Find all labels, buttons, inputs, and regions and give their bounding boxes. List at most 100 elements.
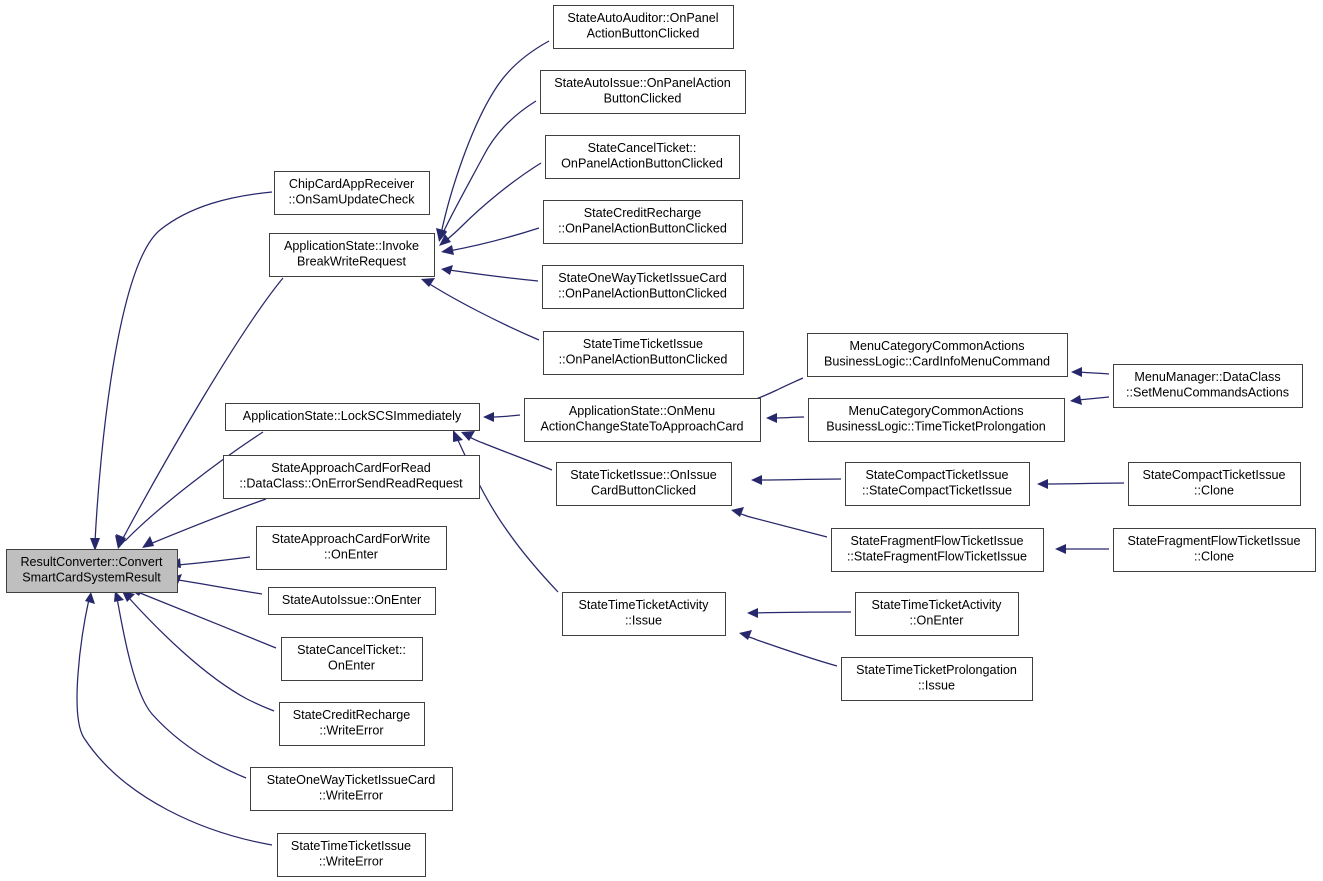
- edge-approachcardforwrite_onenter-to-root: [170, 556, 251, 568]
- edge-line: [1077, 396, 1110, 401]
- node-box[interactable]: [277, 833, 426, 877]
- graph-node-compactticketissue_ctor[interactable]: StateCompactTicketIssue::StateCompactTic…: [845, 462, 1030, 506]
- graph-node-appstate_lockscsimmediately[interactable]: ApplicationState::LockSCSImmediately: [225, 403, 480, 431]
- node-box[interactable]: [540, 70, 746, 114]
- graph-node-timeticketactivity_issue[interactable]: StateTimeTicketActivity::Issue: [562, 592, 726, 636]
- arrowhead-icon: [1055, 544, 1066, 554]
- node-label-line: ::OnEnter: [324, 548, 378, 562]
- arrowhead-icon: [461, 431, 475, 441]
- graph-node-menucategory_cardinfomenucommand[interactable]: MenuCategoryCommonActionsBusinessLogic::…: [807, 333, 1068, 377]
- edge-cancelticket_onpanelactionbuttonclicked-to-appstate_invokebreakwriterequest: [439, 162, 542, 246]
- node-box[interactable]: [543, 331, 744, 375]
- node-box[interactable]: [1113, 528, 1316, 572]
- node-box[interactable]: [845, 462, 1030, 506]
- graph-node-onewayticketissuecard_onpanelactionbuttonclicked[interactable]: StateOneWayTicketIssueCard::OnPanelActio…: [542, 265, 744, 309]
- node-label-line: SmartCardSystemResult: [22, 571, 161, 585]
- node-box[interactable]: [553, 5, 734, 49]
- arrowhead-icon: [747, 608, 758, 618]
- node-box[interactable]: [1113, 364, 1303, 408]
- node-box[interactable]: [250, 767, 453, 811]
- edge-line: [1044, 482, 1125, 485]
- edge-line: [490, 414, 521, 418]
- edge-line: [139, 592, 277, 649]
- node-label-line: StateCompactTicketIssue: [1142, 468, 1285, 482]
- node-box[interactable]: [269, 233, 435, 277]
- graph-node-root[interactable]: ResultConverter::ConvertSmartCardSystemR…: [6, 549, 178, 593]
- node-box[interactable]: [223, 455, 480, 499]
- node-label-line: ApplicationState::OnMenu: [569, 404, 715, 418]
- node-box[interactable]: [543, 200, 743, 244]
- node-label-line: ::StateFragmentFlowTicketIssue: [847, 550, 1027, 564]
- graph-node-menucategory_timeticketprolongation[interactable]: MenuCategoryCommonActionsBusinessLogic::…: [808, 398, 1065, 442]
- graph-node-creditrecharge_writeerror[interactable]: StateCreditRecharge::WriteError: [279, 702, 425, 746]
- edge-line: [773, 416, 805, 419]
- graph-node-autoissue_onpanelactionbuttonclicked[interactable]: StateAutoIssue::OnPanelActionButtonClick…: [540, 70, 746, 114]
- node-label-line: ::WriteError: [319, 789, 383, 803]
- graph-node-autoissue_onenter[interactable]: StateAutoIssue::OnEnter: [268, 587, 436, 615]
- edge-timeticketprolongation_issue-to-timeticketactivity_issue: [739, 630, 838, 667]
- node-box[interactable]: [808, 398, 1065, 442]
- node-label-line: ResultConverter::Convert: [20, 555, 163, 569]
- node-label-line: StateTimeTicketActivity: [579, 598, 710, 612]
- edge-menumanager_setmenucommandsactions-to-menucategory_timeticketprolongation: [1070, 395, 1110, 405]
- node-box[interactable]: [556, 462, 732, 506]
- graph-node-cancelticket_onenter[interactable]: StateCancelTicket::OnEnter: [281, 637, 423, 681]
- graph-node-timeticketissue_onpanelactionbuttonclicked[interactable]: StateTimeTicketIssue::OnPanelActionButto…: [543, 331, 744, 375]
- graph-node-timeticketissue_writeerror[interactable]: StateTimeTicketIssue::WriteError: [277, 833, 426, 877]
- edge-line: [121, 277, 284, 541]
- graph-node-ticketissue_onissuecardbuttonclicked[interactable]: StateTicketIssue::OnIssueCardButtonClick…: [556, 462, 732, 506]
- node-box[interactable]: [1128, 462, 1301, 506]
- node-box[interactable]: [281, 637, 423, 681]
- graph-node-autoauditor_onpanelactionbuttonclicked[interactable]: StateAutoAuditor::OnPanelActionButtonCli…: [553, 5, 734, 49]
- graph-node-menumanager_setmenucommandsactions[interactable]: MenuManager::DataClass::SetMenuCommandsA…: [1113, 364, 1303, 408]
- node-label-line: StateOneWayTicketIssueCard: [267, 773, 435, 787]
- graph-node-compactticketissue_clone[interactable]: StateCompactTicketIssue::Clone: [1128, 462, 1301, 506]
- node-label-line: StateTimeTicketProlongation: [856, 663, 1017, 677]
- edge-line: [76, 598, 273, 846]
- node-box[interactable]: [274, 171, 430, 215]
- node-label-line: ::OnPanelActionButtonClicked: [558, 222, 727, 236]
- graph-node-chipcard_onsamupdatecheck[interactable]: ChipCardAppReceiver::OnSamUpdateCheck: [274, 171, 430, 215]
- graph-node-approachcardforwrite_onenter[interactable]: StateApproachCardForWrite::OnEnter: [256, 526, 447, 570]
- edge-line: [94, 191, 273, 543]
- node-label-line: StateAutoIssue::OnEnter: [282, 593, 421, 607]
- edge-ticketissue_onissuecardbuttonclicked-to-appstate_lockscsimmediately: [461, 431, 553, 471]
- edge-compactticketissue_clone-to-compactticketissue_ctor: [1037, 479, 1125, 489]
- graph-node-fragmentflowticketissue_ctor[interactable]: StateFragmentFlowTicketIssue::StateFragm…: [831, 528, 1044, 572]
- edge-line: [448, 269, 539, 282]
- edge-fragmentflowticketissue_ctor-to-ticketissue_onissuecardbuttonclicked: [731, 507, 828, 538]
- edge-line: [427, 282, 540, 341]
- node-box[interactable]: [542, 265, 744, 309]
- node-box[interactable]: [841, 657, 1033, 701]
- graph-node-approachcardforread_onerrorsendreadrequest[interactable]: StateApproachCardForRead::DataClass::OnE…: [223, 455, 480, 499]
- edge-line: [758, 478, 842, 481]
- edge-appstate_lockscsimmediately-to-root: [116, 431, 264, 548]
- node-box[interactable]: [545, 135, 740, 179]
- node-box[interactable]: [524, 398, 761, 442]
- node-label-line: ::SetMenuCommandsActions: [1126, 386, 1289, 400]
- graph-node-timeticketactivity_onenter[interactable]: StateTimeTicketActivity::OnEnter: [855, 592, 1019, 636]
- node-box[interactable]: [831, 528, 1044, 572]
- node-label-line: StateCancelTicket::: [588, 141, 697, 155]
- node-label-line: ButtonClicked: [604, 92, 682, 106]
- node-box[interactable]: [256, 526, 447, 570]
- graph-node-timeticketprolongation_issue[interactable]: StateTimeTicketProlongation::Issue: [841, 657, 1033, 701]
- graph-node-cancelticket_onpanelactionbuttonclicked[interactable]: StateCancelTicket::OnPanelActionButtonCl…: [545, 135, 740, 179]
- edge-line: [440, 40, 550, 235]
- graph-node-appstate_invokebreakwriterequest[interactable]: ApplicationState::InvokeBreakWriteReques…: [269, 233, 435, 277]
- arrowhead-icon: [116, 534, 126, 548]
- node-box[interactable]: [807, 333, 1068, 377]
- graph-node-fragmentflowticketissue_clone[interactable]: StateFragmentFlowTicketIssue::Clone: [1113, 528, 1316, 572]
- node-box[interactable]: [562, 592, 726, 636]
- node-box[interactable]: [225, 403, 480, 431]
- node-label-line: StateCompactTicketIssue: [865, 468, 1008, 482]
- graph-node-creditrecharge_onpanelactionbuttonclicked[interactable]: StateCreditRecharge::OnPanelActionButton…: [543, 200, 743, 244]
- node-box[interactable]: [6, 549, 178, 593]
- edge-line: [1078, 371, 1110, 375]
- node-box[interactable]: [855, 592, 1019, 636]
- graph-node-onewayticketissuecard_writeerror[interactable]: StateOneWayTicketIssueCard::WriteError: [250, 767, 453, 811]
- edge-autoissue_onpanelactionbuttonclicked-to-appstate_invokebreakwriterequest: [437, 100, 537, 242]
- node-box[interactable]: [279, 702, 425, 746]
- graph-node-appstate_onmenuactionchangestatetoapproachcard[interactable]: ApplicationState::OnMenuActionChangeStat…: [524, 398, 761, 442]
- node-box[interactable]: [268, 587, 436, 615]
